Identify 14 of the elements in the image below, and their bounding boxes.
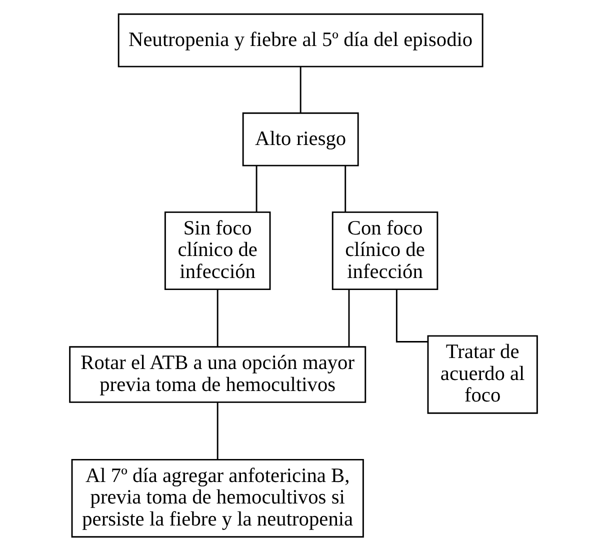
node-box: Al 7º día agregar anfotericina B, previa toma de hemocultivos si persiste la fiebre y la neutropenia	[71, 458, 364, 538]
node-box: Sin foco clínico de infección	[164, 211, 271, 290]
node-box: Con foco clínico de infección	[332, 211, 438, 290]
connector	[216, 290, 218, 347]
node-box: Neutropenia y fiebre al 5º día del episodio	[118, 13, 484, 68]
connector	[256, 166, 258, 212]
connector	[348, 290, 350, 347]
connector	[216, 402, 218, 460]
node-box: Rotar el ATB a una opción mayor previa toma de hemocultivos	[69, 346, 366, 403]
connector	[344, 166, 346, 212]
connector	[300, 66, 302, 113]
connector	[396, 289, 428, 342]
node-box: Tratar de acuerdo al foco	[427, 335, 538, 414]
node-box: Alto riesgo	[242, 112, 359, 166]
